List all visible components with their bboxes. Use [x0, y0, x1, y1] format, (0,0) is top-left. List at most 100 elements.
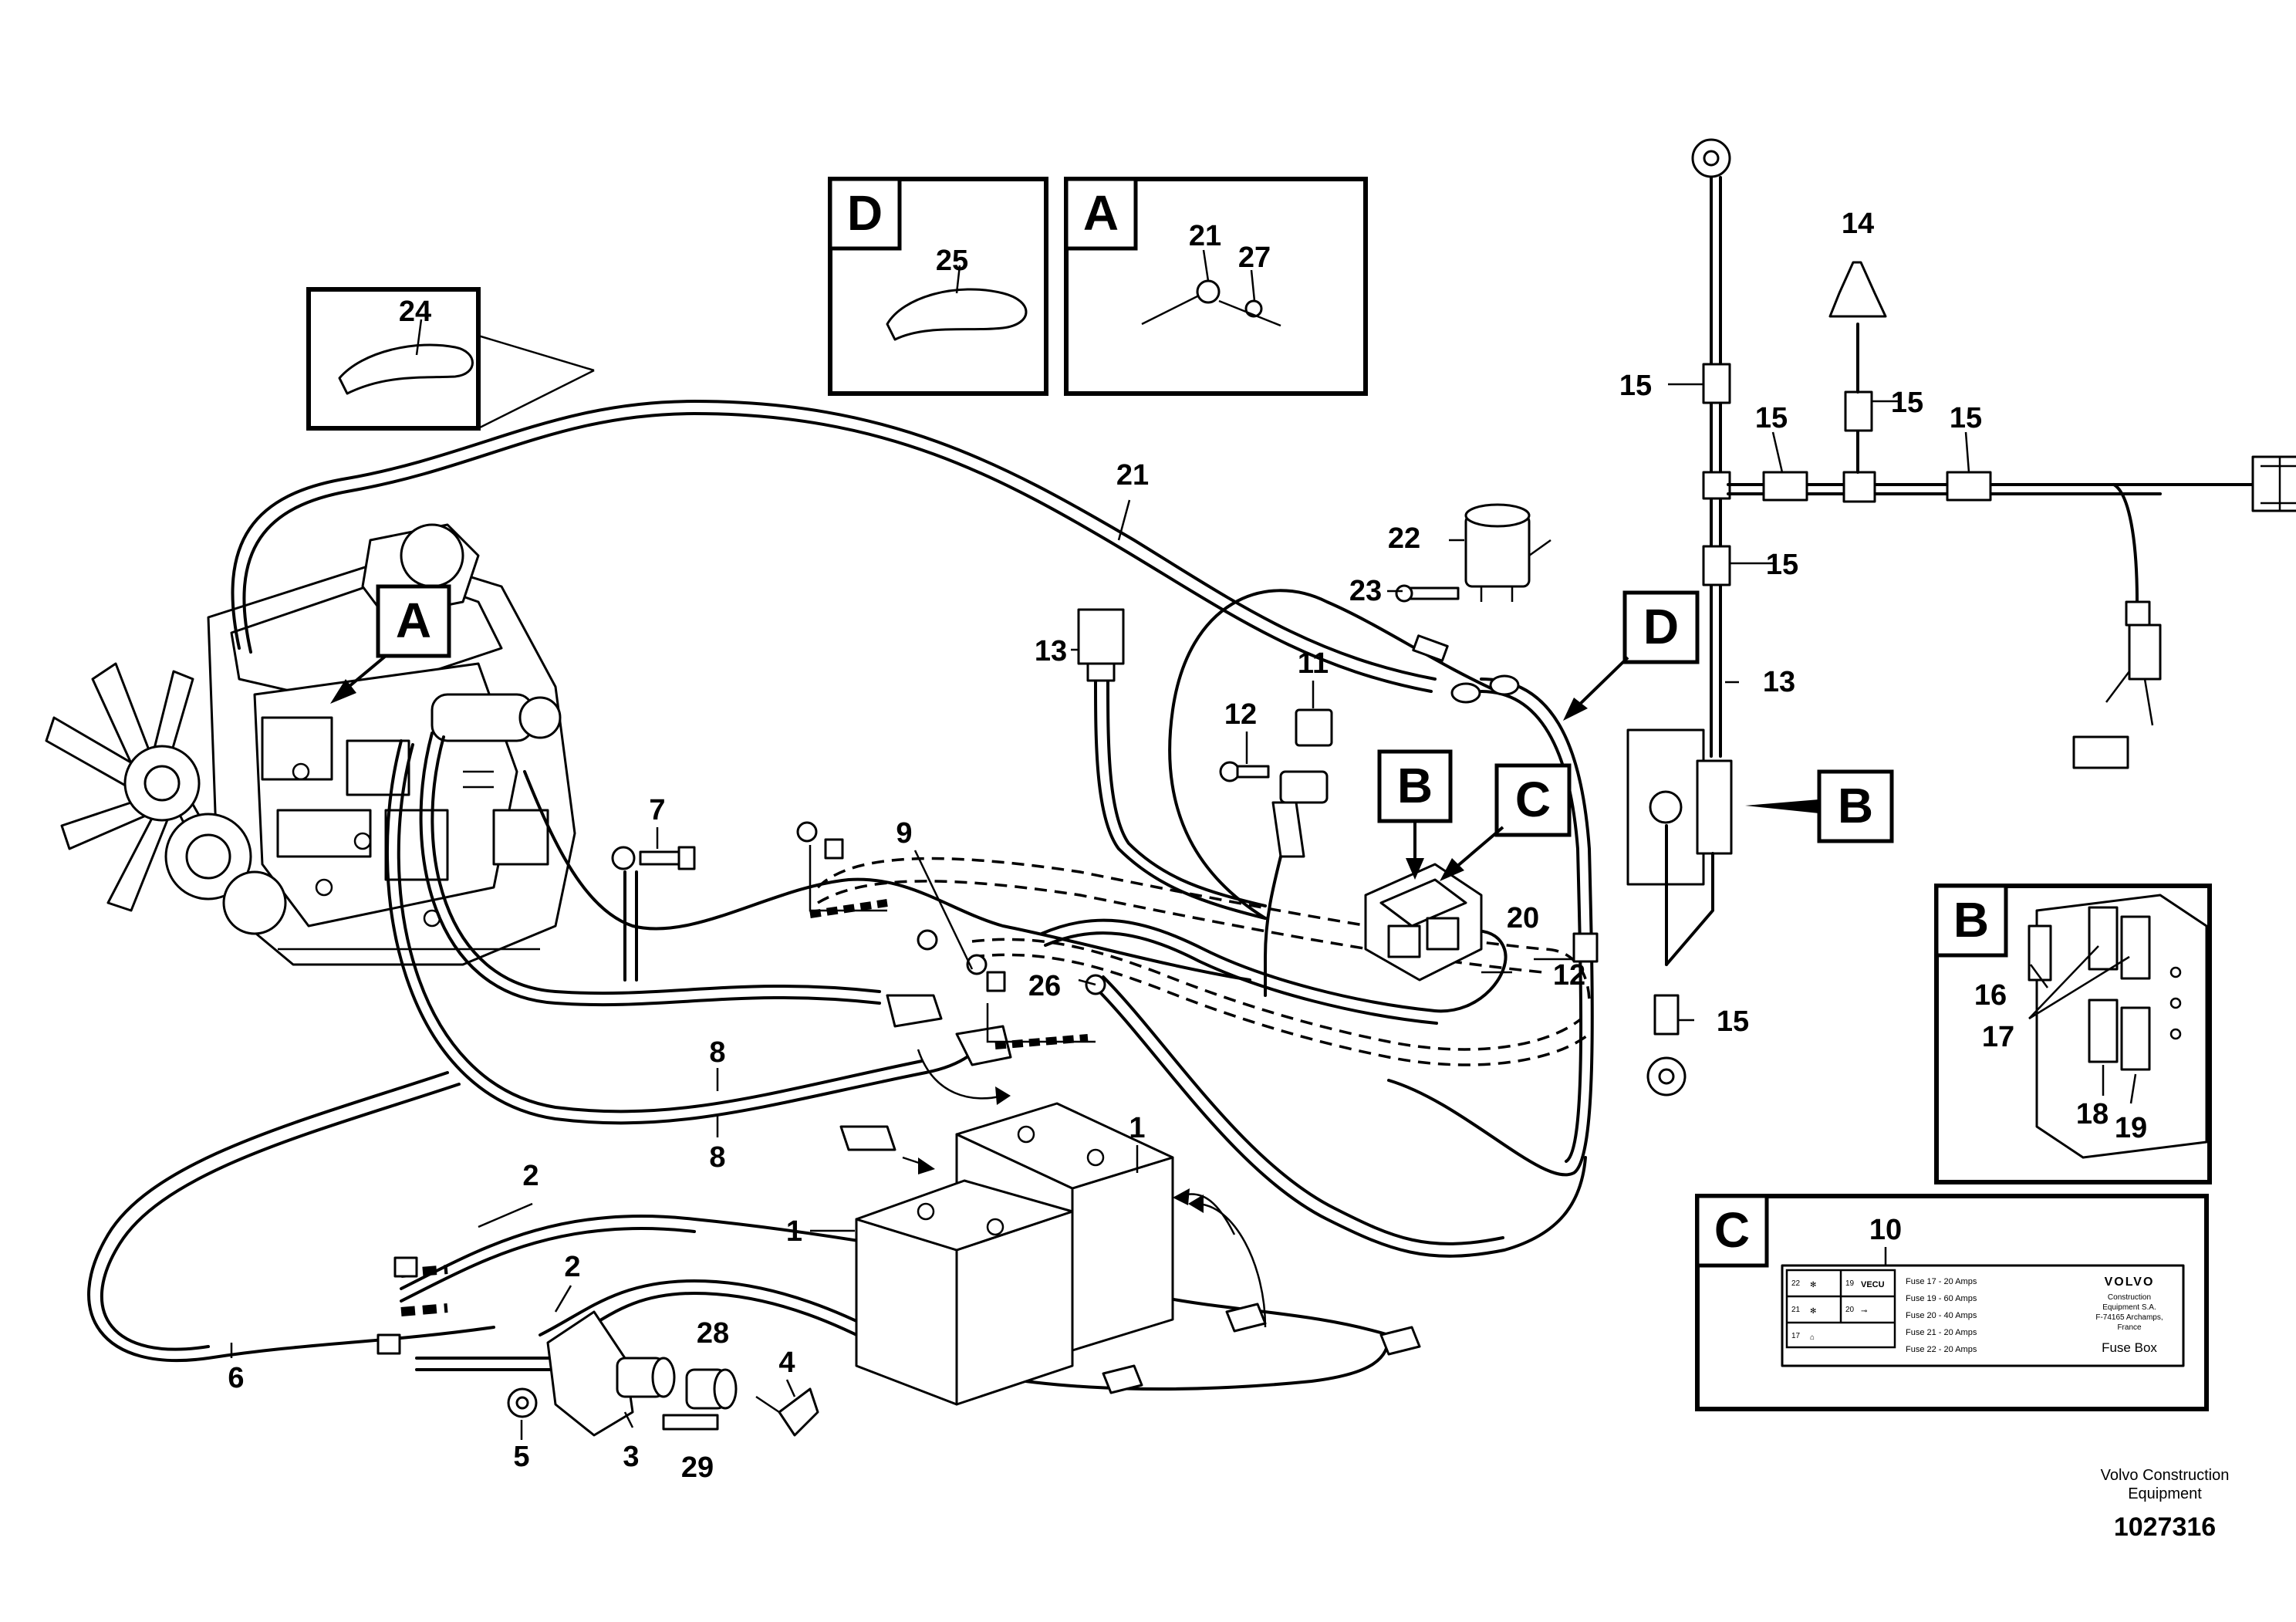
battery-arrows — [902, 1049, 1267, 1328]
connector-13 — [1077, 608, 1125, 682]
detail-panel-d: D — [828, 177, 1048, 396]
callout-27: 27 — [1238, 242, 1271, 274]
key-icon: ⊸ — [1861, 1307, 1867, 1316]
fuse-slot-20: 20 — [1845, 1306, 1855, 1314]
cable-tie-24 — [338, 343, 474, 395]
fuse-slot-21: 21 — [1791, 1306, 1801, 1314]
fuse-slot-22: 22 — [1791, 1279, 1801, 1288]
svg-text:B: B — [1397, 758, 1433, 813]
callout-26: 26 — [1028, 970, 1061, 1002]
ring-terminal-21 — [1196, 279, 1221, 304]
callout-29: 29 — [681, 1451, 714, 1484]
leader-lines — [230, 249, 2137, 1440]
detail-panel-d-letter: D — [847, 185, 883, 241]
callout-21b: 21 — [1189, 220, 1221, 252]
fuse-slot-19: 19 — [1845, 1279, 1855, 1288]
cable-ends — [376, 1256, 448, 1355]
relay-11 — [1295, 708, 1333, 747]
callout-11: 11 — [1298, 647, 1329, 680]
callout-3: 3 — [623, 1441, 639, 1473]
callout-19: 19 — [2115, 1112, 2147, 1144]
cable-terminals — [1412, 634, 1599, 963]
callout-28: 28 — [697, 1317, 729, 1350]
fuse-line-4: Fuse 21 - 20 Amps — [1906, 1328, 1977, 1337]
company-line-4: France — [2117, 1323, 2142, 1332]
svg-text:D: D — [1643, 599, 1679, 654]
svg-text:B: B — [1838, 778, 1873, 833]
cable-tie-25 — [886, 288, 1028, 341]
callout-18: 18 — [2076, 1098, 2109, 1130]
fuse-line-5: Fuse 22 - 20 Amps — [1906, 1345, 1977, 1354]
fuse-slot-17: 17 — [1791, 1332, 1801, 1340]
callout-1b: 1 — [1129, 1112, 1145, 1144]
fuse-box-label — [1781, 1264, 2185, 1367]
callout-15b: 15 — [1891, 387, 1923, 419]
callout-21a: 21 — [1116, 459, 1149, 492]
callout-15a: 15 — [1619, 370, 1652, 402]
callout-22: 22 — [1388, 522, 1420, 555]
fuse-line-3: Fuse 20 - 40 Amps — [1906, 1311, 1977, 1320]
callout-13b: 13 — [1763, 666, 1795, 698]
vecu-label: VECU — [1861, 1280, 1885, 1289]
view-tag-c-fusebox: C — [1440, 763, 1572, 881]
ground-straps — [809, 845, 1096, 1049]
battery-switch — [507, 1310, 819, 1437]
engine-illustration — [45, 523, 576, 966]
footer: Volvo Construction Equipment 1027316 — [2101, 1467, 2230, 1542]
detail-panel-b-letter: B — [1953, 892, 1989, 948]
callout-5: 5 — [513, 1441, 529, 1473]
callout-2a: 2 — [522, 1160, 539, 1192]
footer-company-line-2: Equipment — [2128, 1485, 2202, 1502]
callout-8a: 8 — [709, 1036, 725, 1069]
svg-text:C: C — [1515, 772, 1551, 827]
callout-6: 6 — [228, 1362, 244, 1394]
brand-logo: VOLVO — [2105, 1276, 2155, 1289]
callout-25: 25 — [936, 245, 968, 277]
detail-panel-b: B — [1934, 884, 2212, 1184]
view-tag-d-harness: D — [1563, 590, 1700, 721]
document-number: 1027316 — [2114, 1512, 2216, 1542]
callout-14: 14 — [1842, 208, 1874, 240]
detail-panel-c: C 22 19 21 20 17 VECU ✻ ✻ ⊸ ⌂ Fuse 17 - … — [1695, 1194, 2209, 1411]
detail-panel-a: A — [1064, 177, 1368, 396]
callout-1a: 1 — [786, 1215, 802, 1248]
fuse-line-2: Fuse 19 - 60 Amps — [1906, 1294, 1977, 1303]
clamps — [796, 821, 1106, 1151]
view-tag-b-relay: B — [1745, 769, 1894, 843]
callout-numbers: 1 1 2 2 3 4 5 6 7 8 8 9 10 11 12 12 13 1… — [228, 208, 2147, 1484]
callout-2b: 2 — [564, 1251, 580, 1283]
bolt-7 — [611, 846, 696, 870]
callout-12b: 12 — [1553, 959, 1585, 992]
detail-panel-a-letter: A — [1083, 185, 1119, 241]
callout-15f: 15 — [1717, 1005, 1749, 1038]
callout-10: 10 — [1869, 1214, 1902, 1246]
company-line-1: Construction — [2108, 1293, 2151, 1302]
view-tag-b-fusebox: B — [1377, 749, 1453, 880]
callout-9: 9 — [896, 817, 912, 850]
lock-icon: ⌂ — [1810, 1333, 1815, 1342]
main-wiring — [87, 400, 1594, 1391]
callout-16: 16 — [1974, 979, 2007, 1012]
svg-text:A: A — [396, 593, 431, 648]
callout-15d: 15 — [1950, 402, 1982, 434]
company-line-2: Equipment S.A. — [2102, 1303, 2156, 1312]
fuse-box-title: Fuse Box — [2102, 1340, 2157, 1355]
callout-15e: 15 — [1766, 549, 1798, 581]
callout-4: 4 — [778, 1347, 795, 1379]
floor-clips — [1102, 1303, 1421, 1394]
callout-13a: 13 — [1035, 635, 1067, 667]
callout-15c: 15 — [1755, 402, 1788, 434]
callout-7: 7 — [649, 794, 665, 826]
fuse-box-assembly — [1364, 863, 1483, 982]
fan-icon: ✻ — [1810, 1281, 1816, 1289]
screw-23 — [1395, 584, 1460, 603]
callout-20: 20 — [1507, 902, 1539, 934]
detail-panel-c-letter: C — [1714, 1202, 1750, 1258]
callout-17: 17 — [1982, 1021, 2014, 1053]
callout-24: 24 — [399, 296, 431, 328]
battery-front — [855, 1179, 1074, 1406]
detail-panel-24 — [306, 287, 595, 431]
company-line-3: F-74165 Archamps, — [2095, 1313, 2163, 1322]
callout-8b: 8 — [709, 1141, 725, 1174]
